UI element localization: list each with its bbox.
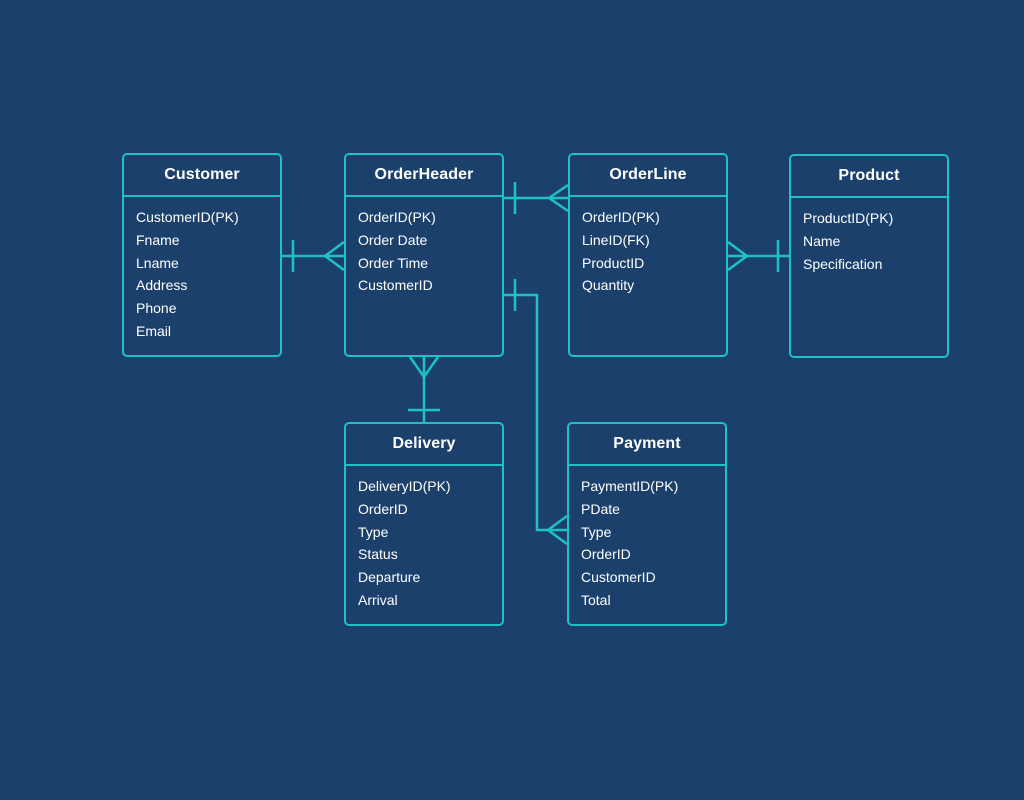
entity-field: Type [358,523,389,540]
entity-title: OrderHeader [346,155,502,197]
entity-field: Phone [136,300,177,317]
relationship-product-orderline [727,240,789,272]
entity-field: CustomerID(PK) [136,209,239,225]
entity-field: Name [803,232,841,249]
entity-customer: Customer CustomerID(PK) Fname Lname Addr… [122,153,282,357]
entity-field: OrderID(PK) [582,209,660,225]
entity-orderheader: OrderHeader OrderID(PK) Order Date Order… [344,153,504,357]
entity-field: CustomerID [358,277,433,294]
entity-field: CustomerID [581,569,656,586]
entity-field: OrderID(PK) [358,209,436,225]
entity-field-list: CustomerID(PK) Fname Lname Address Phone… [124,197,280,343]
entity-title: Delivery [346,424,502,466]
crows-foot-marker [727,240,750,272]
entity-field: Fname [136,231,180,248]
relationship-orderheader-orderline [504,182,569,214]
entity-field: DeliveryID(PK) [358,478,451,494]
entity-field: ProductID [582,254,645,271]
entity-field-list: ProductID(PK) Name Specification [791,198,947,275]
entity-orderline: OrderLine OrderID(PK) LineID(FK) Product… [568,153,728,357]
entity-title: Payment [569,424,725,466]
connector-line [504,293,567,532]
entity-field: Address [136,277,188,294]
crows-foot-marker [546,183,569,213]
entity-field: Type [581,523,612,540]
entity-field: Quantity [582,277,635,294]
entity-field: PDate [581,500,620,517]
crows-foot-marker [322,240,345,272]
entity-field-list: DeliveryID(PK) OrderID Type Status Depar… [346,466,502,612]
entity-field: PaymentID(PK) [581,478,679,494]
entity-field: Email [136,322,172,339]
entity-title: OrderLine [570,155,726,197]
entity-field-list: OrderID(PK) Order Date Order Time Custom… [346,197,502,297]
entity-title: Product [791,156,947,198]
entity-field: Order Date [358,231,428,248]
entity-field: Specification [803,255,883,272]
entity-field: ProductID(PK) [803,210,894,226]
entity-field: LineID(FK) [582,231,650,248]
crows-foot-marker [408,356,440,380]
entity-field: Order Time [358,254,429,271]
relationship-orderheader-payment [504,279,568,546]
entity-title: Customer [124,155,280,197]
entity-field: Departure [358,569,421,586]
entity-field: OrderID [581,546,631,563]
entity-delivery: Delivery DeliveryID(PK) OrderID Type Sta… [344,422,504,626]
entity-field: Arrival [358,591,398,608]
entity-product: Product ProductID(PK) Name Specification [789,154,949,358]
entity-payment: Payment PaymentID(PK) PDate Type OrderID… [567,422,727,626]
entity-field: Status [358,546,398,563]
entity-field: Total [581,591,611,608]
crows-foot-marker [545,514,568,546]
entity-field-list: OrderID(PK) LineID(FK) ProductID Quantit… [570,197,726,297]
entity-field: Lname [136,254,179,271]
entity-field: OrderID [358,500,408,517]
relationship-orderheader-delivery [408,356,440,422]
relationship-customer-orderheader [282,240,345,272]
entity-field-list: PaymentID(PK) PDate Type OrderID Custome… [569,466,725,612]
